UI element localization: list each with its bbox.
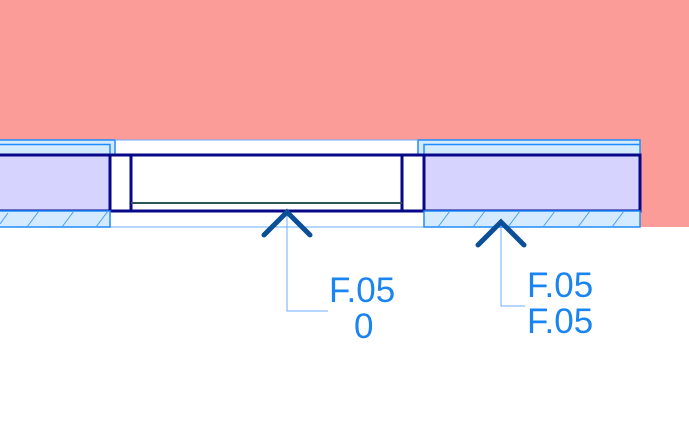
chevron-marker-icon[interactable] (261, 208, 313, 238)
room-zone-extension (640, 140, 689, 227)
window[interactable] (110, 153, 424, 213)
finish-tag-1-line2[interactable]: 0 (354, 307, 374, 346)
finish-bottom-right[interactable] (423, 210, 641, 228)
finish-tag-2-line2[interactable]: F.05 (527, 302, 594, 341)
finish-tag-2-line1[interactable]: F.05 (527, 266, 594, 305)
wall-right[interactable] (422, 153, 642, 213)
wall-left[interactable] (0, 153, 112, 213)
finish-top-left[interactable] (0, 139, 116, 156)
finish-bottom-left[interactable] (0, 210, 111, 228)
chevron-marker-icon[interactable] (475, 218, 527, 248)
finish-tag-1-line1[interactable]: F.05 (329, 271, 396, 310)
room-zone[interactable] (0, 0, 689, 140)
finish-top-right[interactable] (417, 139, 641, 156)
leader-line-2 (500, 224, 525, 307)
leader-line-1 (286, 214, 328, 312)
